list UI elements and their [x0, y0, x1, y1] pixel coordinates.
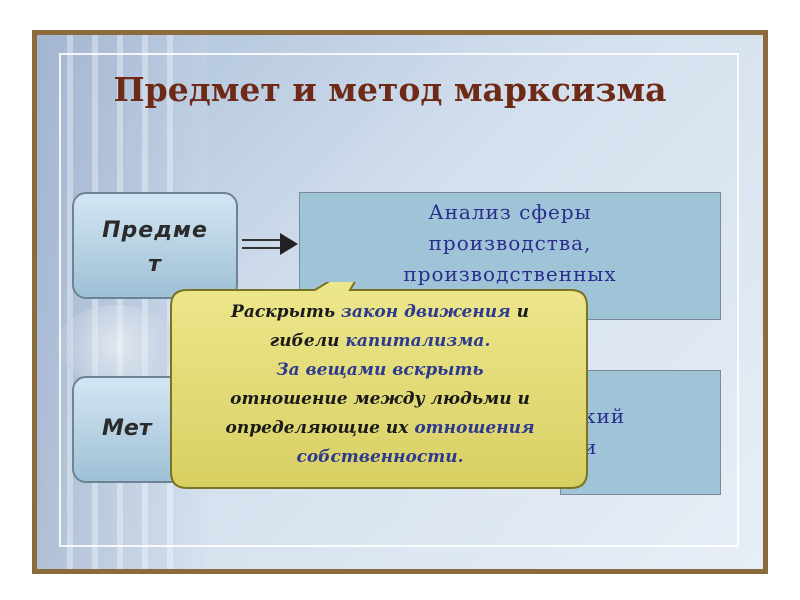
subject-label-box: Предме т: [72, 192, 238, 299]
slide-title: Предмет и метод марксизма: [113, 70, 667, 109]
speech-bubble: [170, 282, 588, 489]
callout-line: определяющие их отношения: [225, 418, 535, 438]
subject-label-line2: т: [148, 252, 162, 277]
method-label: Мет: [102, 416, 152, 441]
method-description-fragment: кий: [583, 404, 626, 428]
callout-line: гибели капитализма.: [269, 331, 491, 351]
subject-description-line: производственных: [403, 262, 617, 286]
subject-label-line1: Предме: [102, 218, 208, 243]
callout-line: Раскрыть закон движения и: [231, 302, 529, 322]
callout-text: Раскрыть закон движения и гибели капитал…: [175, 298, 585, 472]
callout-line: собственности.: [296, 447, 464, 467]
right-arrow-icon: [242, 233, 298, 255]
callout-line: отношение между людьми и: [230, 389, 530, 409]
subject-description-line: Анализ сферы: [428, 200, 592, 224]
inner-border: [59, 53, 739, 547]
callout-line: За вещами вскрыть: [276, 360, 484, 380]
subject-description-line: производства,: [428, 231, 592, 255]
